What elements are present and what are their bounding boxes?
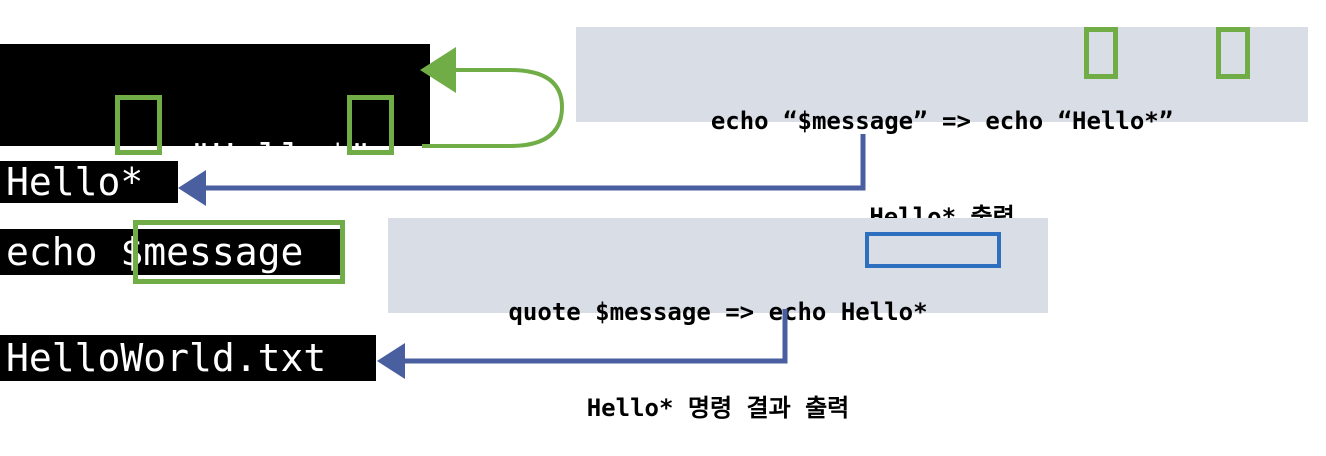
terminal-output-1: Hello* bbox=[0, 161, 178, 203]
blue-arrowhead-2 bbox=[377, 343, 405, 379]
terminal-output-2: HelloWorld.txt bbox=[0, 335, 376, 381]
green-loop-arrow bbox=[422, 68, 565, 148]
highlight-callout-open-quote bbox=[1084, 27, 1118, 79]
highlight-callout-hello-value bbox=[865, 232, 1001, 268]
blue-arrow-to-output-2 bbox=[404, 309, 788, 364]
green-arrowhead bbox=[420, 47, 456, 93]
highlight-close-quote bbox=[347, 95, 394, 155]
blue-arrowhead-1 bbox=[178, 170, 206, 206]
callout-1-line-1: echo “$message” => echo “Hello*” bbox=[710, 107, 1174, 135]
terminal-command-block-2: echo $message bbox=[0, 229, 340, 275]
highlight-unquoted-variable bbox=[133, 220, 345, 284]
arrows-overlay bbox=[178, 47, 866, 379]
blue-arrow-to-output-1 bbox=[205, 134, 866, 191]
highlight-open-quote bbox=[115, 95, 162, 155]
callout-double-quote-explanation: echo “$message” => echo “Hello*” Hello* … bbox=[576, 27, 1308, 231]
highlight-callout-close-quote bbox=[1216, 27, 1250, 79]
callout-2-line-1: quote $message => echo Hello* bbox=[508, 298, 928, 326]
